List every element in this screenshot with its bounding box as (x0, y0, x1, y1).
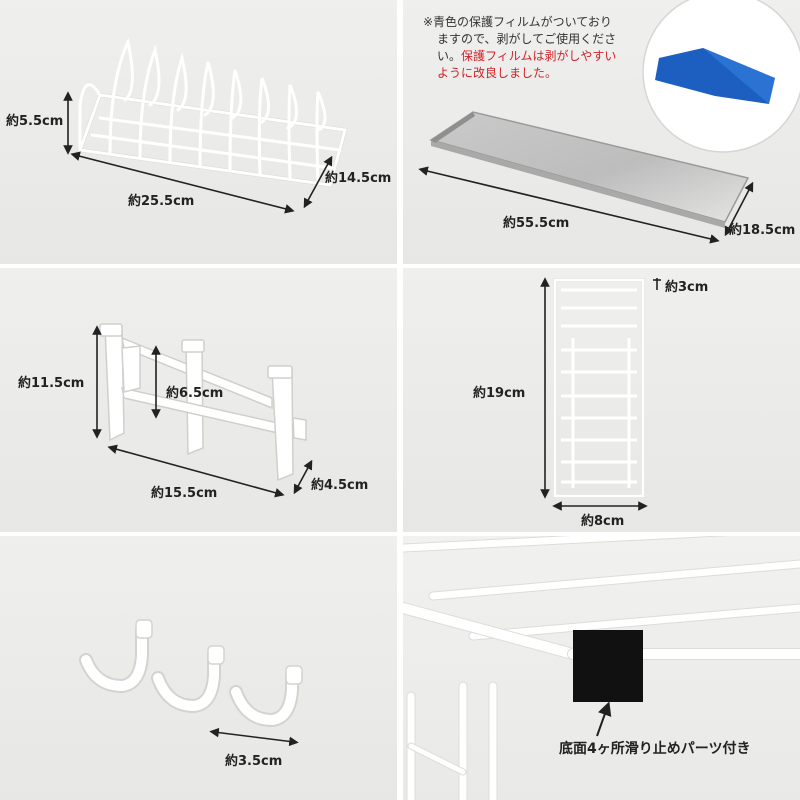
drip-tray-illustration (418, 0, 800, 244)
dish-rack-wires (77, 37, 348, 188)
film-note-line1: ※青色の保護フィルムがついており (423, 15, 612, 29)
cup-holder-height-label: 約11.5cm (18, 376, 85, 391)
dish-rack-height-label: 約5.5cm (6, 114, 64, 129)
dish-rack-panel: 約5.5cm 約14.5cm 約25.5cm (0, 0, 397, 264)
dish-rack-width-label: 約25.5cm (128, 194, 195, 209)
hooks-shapes (79, 619, 303, 728)
dish-rack-illustration (63, 37, 348, 214)
cutlery-basket-panel: 約3cm 約19cm 約8cm (403, 268, 800, 532)
film-note-line2: ますので、剥がしてご使用くださ (437, 32, 617, 46)
hooks-illustration (79, 619, 303, 747)
cup-holder-panel: 約11.5cm 約6.5cm 約15.5cm 約4.5cm (0, 268, 397, 532)
cutlery-basket-height-label: 約19cm (473, 386, 526, 401)
cutlery-basket-depth-label: 約3cm (665, 280, 709, 295)
drip-tray-depth-label: 約18.5cm (729, 223, 796, 238)
film-note: ※青色の保護フィルムがついており ますので、剥がしてご使用くださ い。保護フィル… (423, 14, 616, 82)
anti-slip-caption: 底面4ヶ所滑り止めパーツ付き (559, 741, 751, 757)
anti-slip-pad (573, 630, 643, 702)
drip-tray-panel: ※青色の保護フィルムがついており ますので、剥がしてご使用くださ い。保護フィル… (403, 0, 800, 264)
cup-holder-inner-height-label: 約6.5cm (166, 386, 224, 401)
cup-holder-illustration (92, 323, 313, 498)
film-note-line3: い。保護フィルムは剥がしやすい (423, 48, 616, 65)
film-note-line4: ように改良しました。 (437, 66, 558, 80)
frame-wires (403, 536, 800, 800)
hooks-width-label: 約3.5cm (225, 754, 283, 769)
cup-holder-width-label: 約15.5cm (151, 486, 218, 501)
film-note-line3-red: 保護フィルムは剥がしやすい (461, 49, 617, 63)
cutlery-basket-illustration (540, 277, 661, 511)
cutlery-basket-width-label: 約8cm (581, 514, 625, 529)
frame-detail-illustration (403, 536, 800, 800)
cutlery-basket-wires (553, 278, 645, 498)
frame-detail-panel: 底面4ヶ所滑り止めパーツ付き (403, 536, 800, 800)
drip-tray-width-label: 約55.5cm (503, 216, 570, 231)
hooks-panel: 約3.5cm (0, 536, 397, 800)
film-magnifier (642, 0, 800, 153)
film-note-line3-prefix: い。 (437, 49, 462, 63)
dish-rack-depth-label: 約14.5cm (325, 171, 392, 186)
cup-holder-depth-label: 約4.5cm (311, 478, 369, 493)
cup-holder-parts (99, 323, 307, 482)
